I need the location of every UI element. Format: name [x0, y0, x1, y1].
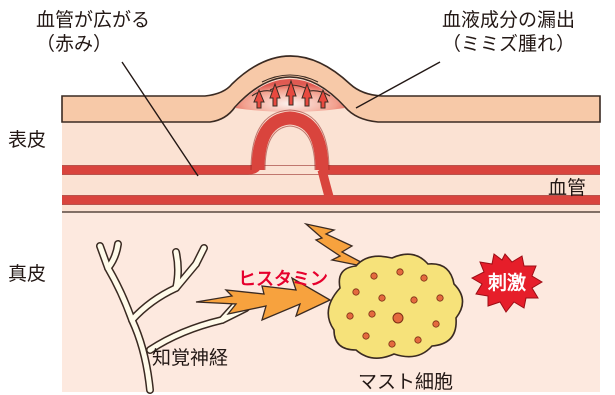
label-stimulus: 刺激 [488, 271, 526, 295]
label-blood-vessel: 血管 [548, 176, 586, 200]
label-plasma-leak-line1: 血液成分の漏出 [442, 8, 575, 32]
label-sensory-nerve: 知覚神経 [152, 346, 228, 370]
label-plasma-leak: 血液成分の漏出 （ミミズ腫れ） [442, 8, 575, 56]
label-vessel-dilate-line2: （赤み） [36, 32, 150, 56]
mast-cell-body [328, 254, 462, 358]
label-histamine: ヒスタミン [238, 268, 328, 292]
label-vessel-dilate: 血管が広がる （赤み） [36, 8, 150, 56]
label-epidermis: 表皮 [8, 128, 46, 152]
label-dermis: 真皮 [8, 262, 46, 286]
mast-cell-nucleus [393, 313, 403, 323]
label-plasma-leak-line2: （ミミズ腫れ） [442, 32, 575, 56]
label-mast-cell: マスト細胞 [358, 370, 453, 394]
label-vessel-dilate-line1: 血管が広がる [36, 8, 150, 32]
